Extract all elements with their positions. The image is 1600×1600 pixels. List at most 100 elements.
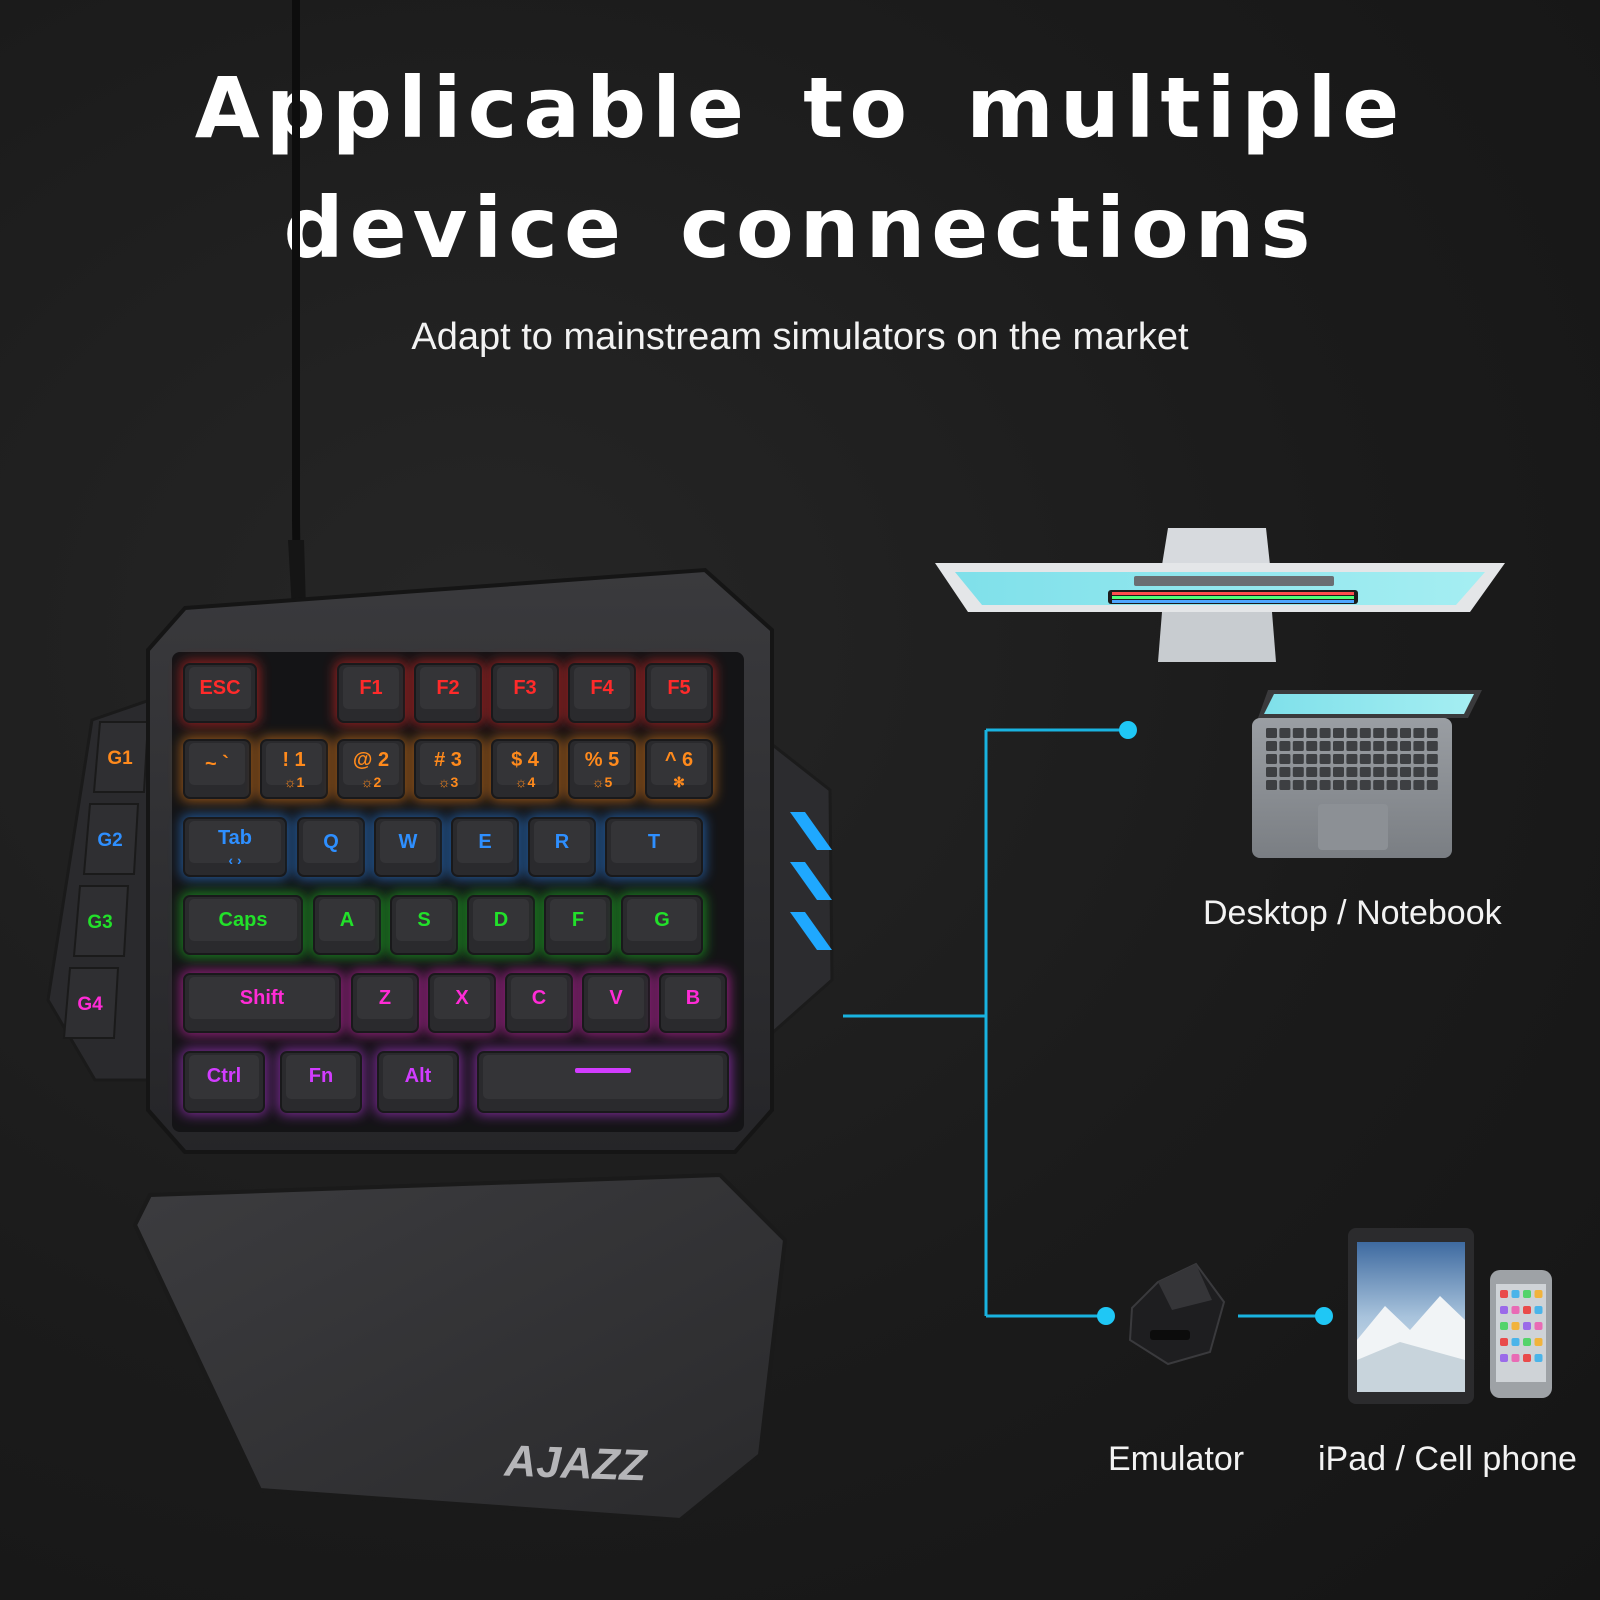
connector-dot (1119, 721, 1137, 739)
key-alt: Alt (375, 1049, 461, 1115)
svg-text:☼5: ☼5 (592, 774, 613, 790)
headline-line-1: Applicable to multiple (194, 59, 1406, 157)
svg-text:F2: F2 (436, 677, 459, 699)
key-num-2: @ 2☼2 (335, 737, 407, 801)
cell-phone (1490, 1270, 1552, 1398)
svg-text:G3: G3 (87, 912, 112, 933)
svg-text:S: S (417, 909, 430, 931)
key-f4: F4 (566, 661, 638, 725)
key-esc: ESC (181, 661, 259, 725)
svg-text:G4: G4 (77, 994, 103, 1015)
svg-text:F3: F3 (513, 677, 536, 699)
usb-cable (292, 0, 304, 601)
side-light-stripes (790, 812, 832, 950)
svg-text:R: R (555, 831, 570, 853)
key-fn: Fn (278, 1049, 364, 1115)
key-z: Z (349, 971, 421, 1035)
headline-line-2: device connections (283, 179, 1317, 277)
key-s: S (388, 893, 460, 957)
connector-dot (1315, 1307, 1333, 1325)
key-d: D (465, 893, 537, 957)
ipad-cellphone-label: iPad / Cell phone (1318, 1440, 1577, 1478)
svg-text:☼2: ☼2 (361, 774, 382, 790)
key-caps: Caps (181, 893, 305, 957)
desktop-notebook-label: Desktop / Notebook (1203, 894, 1502, 932)
svg-text:Shift: Shift (240, 987, 285, 1009)
key-num-4: $ 4☼4 (489, 737, 561, 801)
key-f2: F2 (412, 661, 484, 725)
g-key-2: G2 (82, 803, 140, 875)
svg-text:☼1: ☼1 (284, 774, 305, 790)
key-f5: F5 (643, 661, 715, 725)
key-t: T (603, 815, 705, 879)
wrist-rest (132, 1172, 788, 1523)
svg-text:Caps: Caps (219, 909, 268, 931)
key-num-6: ^ 6 ✻ (643, 737, 715, 801)
key-space (475, 1049, 731, 1115)
key-ctrl: Ctrl (181, 1049, 267, 1115)
svg-text:G2: G2 (97, 830, 122, 851)
key-num-0: ~ ` (181, 737, 253, 801)
svg-text:^ 6: ^ 6 (665, 749, 693, 771)
connector-dot (1097, 1307, 1115, 1325)
key-v: V (580, 971, 652, 1035)
svg-text:E: E (478, 831, 491, 853)
svg-text:@ 2: @ 2 (353, 749, 389, 771)
svg-text:! 1: ! 1 (282, 749, 305, 771)
key-q: Q (295, 815, 367, 879)
svg-text:W: W (399, 831, 418, 853)
svg-text:☼3: ☼3 (438, 774, 459, 790)
key-g: G (619, 893, 705, 957)
key-f1: F1 (335, 661, 407, 725)
svg-text:ESC: ESC (199, 677, 240, 699)
svg-text:% 5: % 5 (585, 749, 619, 771)
key-num-1: ! 1☼1 (258, 737, 330, 801)
svg-text:A: A (340, 909, 354, 931)
desktop-monitor (935, 528, 1505, 662)
g-key-3: G3 (72, 885, 130, 957)
svg-text:F: F (572, 909, 584, 931)
svg-text:Q: Q (323, 831, 339, 853)
key-x: X (426, 971, 498, 1035)
svg-text:Tab: Tab (218, 827, 252, 849)
svg-text:C: C (532, 987, 546, 1009)
key-f: F (542, 893, 614, 957)
ajazz-logo: AJAZZ (503, 1437, 650, 1491)
svg-text:Ctrl: Ctrl (207, 1065, 241, 1087)
svg-text:☼4: ☼4 (515, 774, 536, 790)
key-r: R (526, 815, 598, 879)
key-num-3: # 3☼3 (412, 737, 484, 801)
subtitle: Adapt to mainstream simulators on the ma… (411, 316, 1189, 358)
svg-text:G1: G1 (107, 748, 133, 769)
svg-text:Z: Z (379, 987, 391, 1009)
laptop (1252, 690, 1482, 858)
svg-text:F4: F4 (590, 677, 614, 699)
key-f3: F3 (489, 661, 561, 725)
key-w: W (372, 815, 444, 879)
key-b: B (657, 971, 729, 1035)
key-shift: Shift (181, 971, 343, 1035)
svg-text:Alt: Alt (405, 1065, 432, 1087)
ipad (1348, 1228, 1474, 1404)
svg-text:T: T (648, 831, 660, 853)
key-a: A (311, 893, 383, 957)
svg-text:F1: F1 (359, 677, 382, 699)
svg-text:X: X (455, 987, 469, 1009)
emulator-label: Emulator (1108, 1440, 1245, 1478)
g-key-1: G1 (92, 721, 150, 793)
key-e: E (449, 815, 521, 879)
cable-strain-relief (288, 540, 306, 610)
svg-text:~ `: ~ ` (205, 753, 229, 775)
key-num-5: % 5☼5 (566, 737, 638, 801)
emulator-device (1128, 1262, 1226, 1366)
svg-text:V: V (609, 987, 623, 1009)
svg-text:Fn: Fn (309, 1065, 333, 1087)
svg-text:‹ ›: ‹ › (228, 852, 242, 868)
svg-text:✻: ✻ (673, 774, 685, 790)
svg-text:# 3: # 3 (434, 749, 462, 771)
svg-text:G: G (654, 909, 670, 931)
svg-text:B: B (686, 987, 700, 1009)
svg-text:F5: F5 (667, 677, 690, 699)
connection-lines (843, 728, 1324, 1318)
